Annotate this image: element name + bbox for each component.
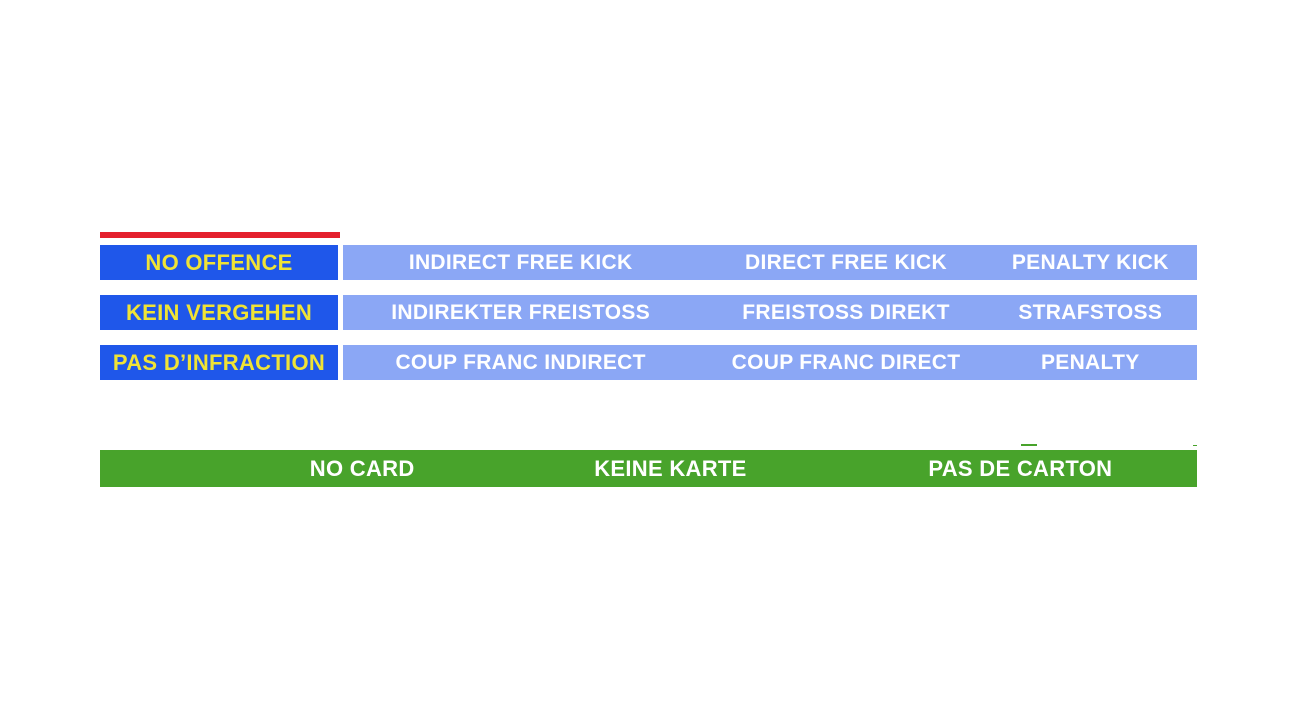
red-highlight-bar — [100, 232, 340, 238]
indirekter-freistoss-label: INDIREKTER FREISTOSS — [391, 300, 651, 324]
no-card-bar: NO CARD KEINE KARTE PAS DE CARTON — [100, 450, 1197, 487]
pas-de-carton-label: PAS DE CARTON — [928, 455, 1113, 481]
row-french: PAS D’INFRACTION COUP FRANC INDIRECT COU… — [100, 345, 1197, 380]
coup-franc-direct-label: COUP FRANC DIRECT — [731, 350, 961, 374]
penalty-kick-label: PENALTY KICK — [1011, 250, 1169, 274]
no-offence-cell-german: KEIN VERGEHEN — [100, 295, 338, 330]
no-offence-cell-french: PAS D’INFRACTION — [100, 345, 338, 380]
no-card-label: NO CARD — [309, 455, 415, 481]
row-english: NO OFFENCE INDIRECT FREE KICK DIRECT FRE… — [100, 245, 1197, 280]
strafstoss-label: STRAFSTOSS — [1018, 300, 1163, 324]
indirect-free-kick-label: INDIRECT FREE KICK — [408, 250, 633, 274]
penalty-label: PENALTY — [1040, 350, 1140, 374]
keine-karte-label: KEINE KARTE — [594, 455, 747, 481]
no-offence-cell-english: NO OFFENCE — [100, 245, 338, 280]
coup-franc-indirect-label: COUP FRANC INDIRECT — [395, 350, 646, 374]
freistoss-direkt-label: FREISTOSS DIREKT — [742, 300, 950, 324]
green-dot-artifact — [1193, 445, 1197, 446]
options-bar-german: INDIREKTER FREISTOSS FREISTOSS DIREKT ST… — [343, 295, 1197, 330]
options-bar-french: COUP FRANC INDIRECT COUP FRANC DIRECT PE… — [343, 345, 1197, 380]
options-bar-english: INDIRECT FREE KICK DIRECT FREE KICK PENA… — [343, 245, 1197, 280]
direct-free-kick-label: DIRECT FREE KICK — [745, 250, 947, 274]
row-german: KEIN VERGEHEN INDIREKTER FREISTOSS FREIS… — [100, 295, 1197, 330]
green-line-artifact — [1021, 444, 1037, 446]
